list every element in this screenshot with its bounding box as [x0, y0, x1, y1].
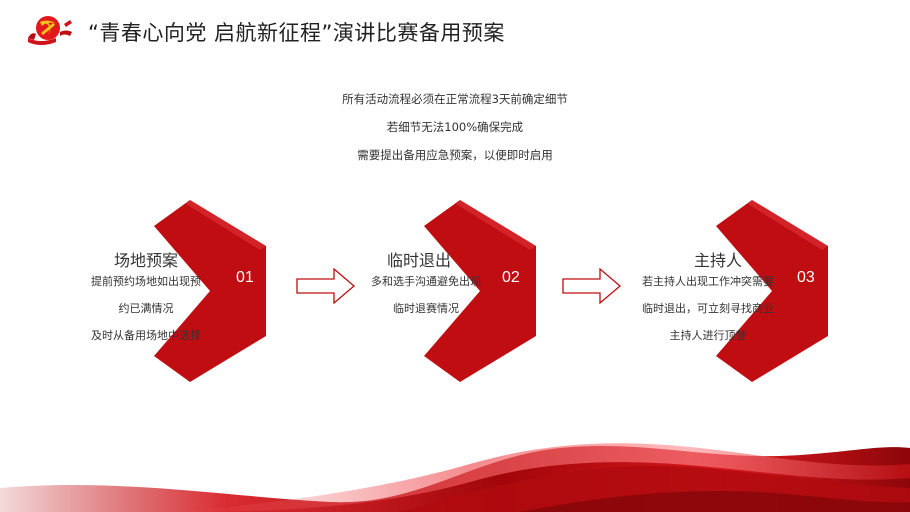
step-desc-line: 若主持人出现工作冲突需要: [642, 275, 774, 288]
step-description: 多和选手沟通避免出现 临时退赛情况: [356, 274, 496, 328]
step-title: 主持人: [693, 251, 742, 270]
step-desc-line: 主持人进行顶替: [669, 329, 747, 342]
right-arrow-icon: [562, 268, 622, 304]
intro-text: 所有活动流程必须在正常流程3天前确定细节 若细节无法100%确保完成 需要提出备…: [0, 88, 910, 172]
intro-line: 若细节无法100%确保完成: [386, 120, 524, 134]
red-ribbon-decoration: [0, 443, 910, 512]
right-arrow-icon: [296, 268, 356, 304]
chevron-shape: [424, 200, 536, 382]
step-description: 提前预约场地如出现预 约已满情况 及时从备用场地中选择: [78, 274, 214, 355]
party-emblem-icon: [28, 16, 72, 45]
step-desc-line: 提前预约场地如出现预: [91, 275, 201, 288]
step-title: 临时退出: [386, 251, 451, 270]
step-number: 01: [236, 269, 254, 286]
step-description: 若主持人出现工作冲突需要 临时退出，可立刻寻找商业 主持人进行顶替: [630, 274, 786, 355]
step-desc-line: 临时退出，可立刻寻找商业: [642, 302, 774, 315]
step-desc-line: 临时退赛情况: [393, 302, 459, 315]
step-number: 02: [502, 269, 520, 286]
intro-line: 需要提出备用应急预案，以便即时启用: [357, 148, 553, 162]
step-desc-line: 及时从备用场地中选择: [91, 329, 201, 342]
chevron-shape: [154, 200, 266, 382]
page-title: “青春心向党 启航新征程”演讲比赛备用预案: [88, 21, 505, 45]
step-number: 03: [797, 269, 815, 286]
step-desc-line: 约已满情况: [118, 302, 174, 315]
chevron-shape: [716, 200, 828, 382]
step-title: 场地预案: [113, 251, 178, 270]
step-desc-line: 多和选手沟通避免出现: [371, 275, 481, 288]
intro-line: 所有活动流程必须在正常流程3天前确定细节: [342, 92, 568, 106]
